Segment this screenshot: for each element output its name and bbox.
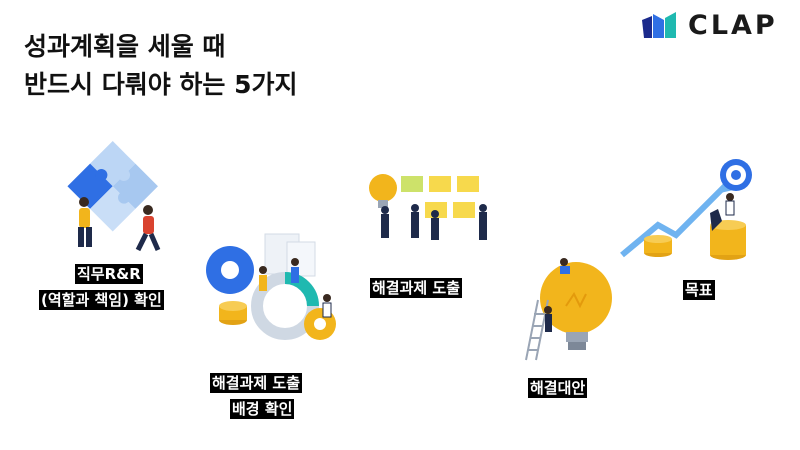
step5-label-line1: 목표	[683, 280, 715, 300]
big-lightbulb-ladder-illustration	[525, 258, 612, 361]
clap-logo: CLAP	[640, 8, 790, 44]
step1-label-line1: 직무R&R	[75, 264, 143, 284]
page-title: 성과계획을 세울 때 반드시 다뤄야 하는 5가지	[24, 28, 298, 104]
step1-label-line2: (역할과 책임) 확인	[39, 290, 164, 310]
gears-coins-chart-illustration	[206, 233, 336, 340]
step4-label-line1: 해결대안	[528, 378, 588, 398]
clap-logo-mark-icon	[642, 12, 676, 38]
lightbulb-sticky-notes-illustration	[369, 174, 487, 240]
page-title-line1: 성과계획을 세울 때	[24, 32, 226, 61]
puzzle-team-illustration	[67, 141, 161, 252]
clap-logo-text: CLAP	[688, 10, 778, 41]
step2-label-line1: 해결과제 도출	[210, 373, 303, 393]
page-title-line2: 반드시 다뤄야 하는 5가지	[24, 70, 298, 99]
step2-label-line2: 배경 확인	[230, 399, 295, 419]
step3-label-line1: 해결과제 도출	[370, 278, 463, 298]
target-arrow-coins-illustration	[620, 159, 752, 260]
